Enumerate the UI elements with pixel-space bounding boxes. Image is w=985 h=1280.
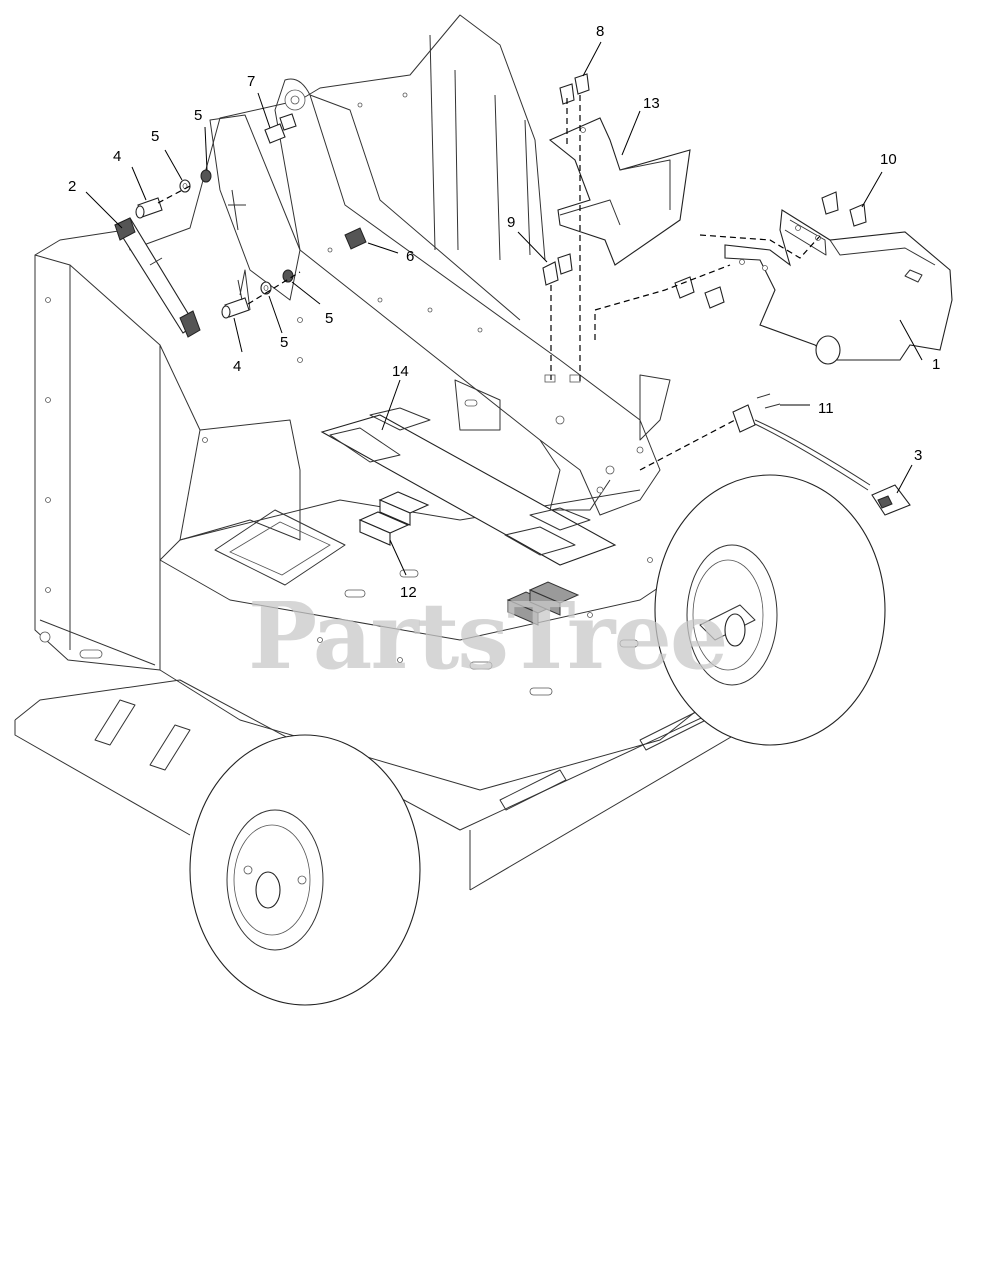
part-12-pads: [358, 491, 580, 626]
callout-14: 14: [392, 363, 409, 380]
callout-9: 9: [507, 214, 515, 231]
callout-labels: 1 2 3 4 4 5 5 5 5 6 7 8 9 10 11 12 13 14: [68, 23, 940, 601]
callout-5-lower-left: 5: [280, 334, 288, 351]
part-2-gas-spring: [114, 217, 201, 338]
part-13-bracket: [548, 117, 691, 266]
callout-5-upper-left: 5: [151, 128, 159, 145]
hardware: [135, 73, 867, 409]
callout-12: 12: [400, 584, 417, 601]
callout-2: 2: [68, 178, 76, 195]
callout-10: 10: [880, 151, 897, 168]
chassis-frame: [14, 14, 761, 891]
right-rear-wheel: [654, 474, 886, 746]
watermark-text: PartsTree: [248, 582, 726, 690]
callout-13: 13: [643, 95, 660, 112]
callout-6: 6: [406, 248, 414, 265]
callout-5-upper-right: 5: [194, 107, 202, 124]
part-1-handle-bar: [724, 209, 953, 365]
callout-5-lower-right: 5: [325, 310, 333, 327]
callout-4-upper: 4: [113, 148, 121, 165]
callout-7: 7: [247, 73, 255, 90]
left-front-wheel: [189, 734, 421, 1006]
callout-4-lower: 4: [233, 358, 241, 375]
callout-1: 1: [932, 356, 940, 373]
assembly-lines: [157, 95, 821, 471]
callout-leaders: [85, 41, 923, 576]
callout-3: 3: [914, 447, 922, 464]
lift-arm: [209, 78, 671, 516]
part-3-wire-harness: [732, 404, 911, 516]
callout-8: 8: [596, 23, 604, 40]
part-14-plate: [320, 407, 617, 566]
callout-11: 11: [818, 400, 834, 417]
